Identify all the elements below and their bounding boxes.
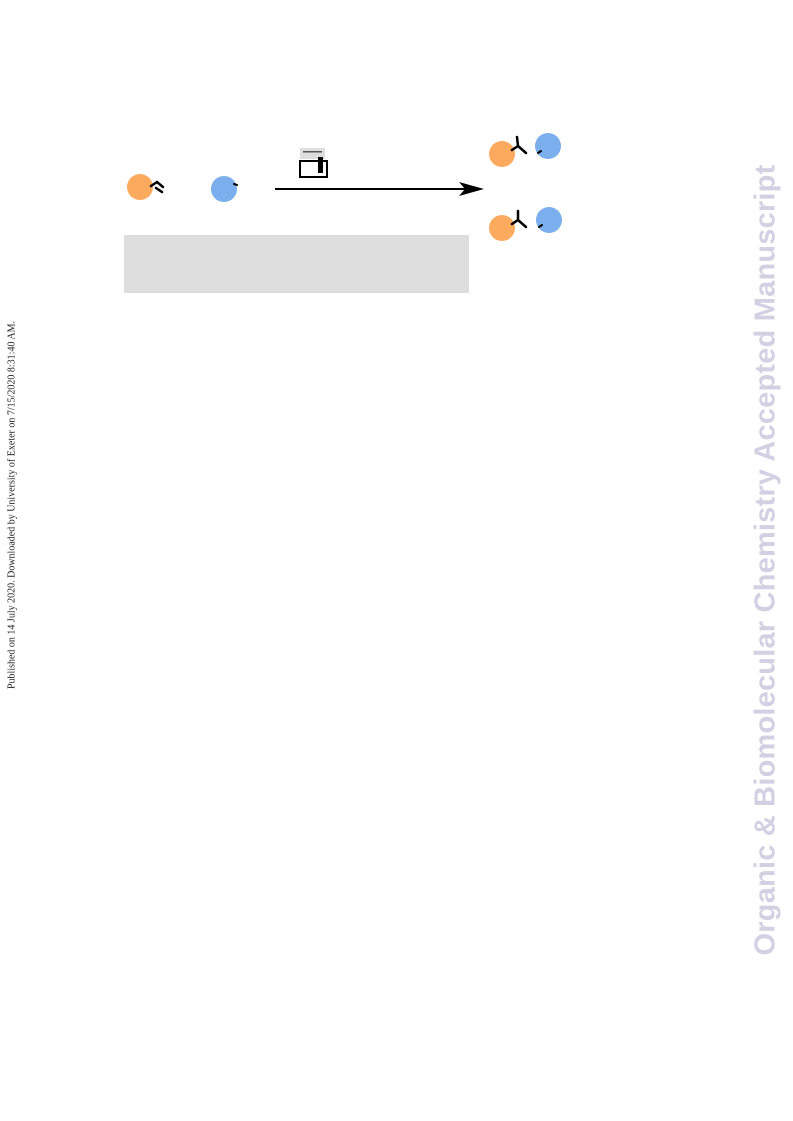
product-bottom bbox=[489, 207, 562, 241]
bond-stub bbox=[538, 224, 543, 228]
orange-group-circle bbox=[489, 215, 515, 241]
orange-group-circle bbox=[489, 141, 515, 167]
branch-bond bbox=[510, 135, 528, 155]
reagent-label-panel bbox=[300, 148, 325, 159]
reagent-box-icon bbox=[299, 148, 328, 178]
reaction-arrow-icon bbox=[275, 182, 484, 196]
branch-bond bbox=[510, 209, 528, 229]
orange-group-circle bbox=[127, 174, 153, 200]
reagent-vessel-bar bbox=[318, 157, 323, 173]
bond-stub bbox=[233, 183, 238, 186]
reactant-blue bbox=[211, 176, 238, 202]
blue-group-circle bbox=[211, 176, 237, 202]
reagent-label-line bbox=[303, 151, 322, 153]
blue-group-circle bbox=[536, 207, 562, 233]
product-top bbox=[489, 133, 561, 167]
alkene-bond bbox=[149, 180, 165, 194]
conditions-panel bbox=[124, 235, 469, 293]
blue-group-circle bbox=[535, 133, 561, 159]
arrow-head bbox=[459, 182, 484, 196]
reactant-alkene bbox=[127, 174, 165, 200]
reagent-vessel-outline bbox=[299, 160, 328, 178]
bond-stub bbox=[537, 150, 542, 154]
